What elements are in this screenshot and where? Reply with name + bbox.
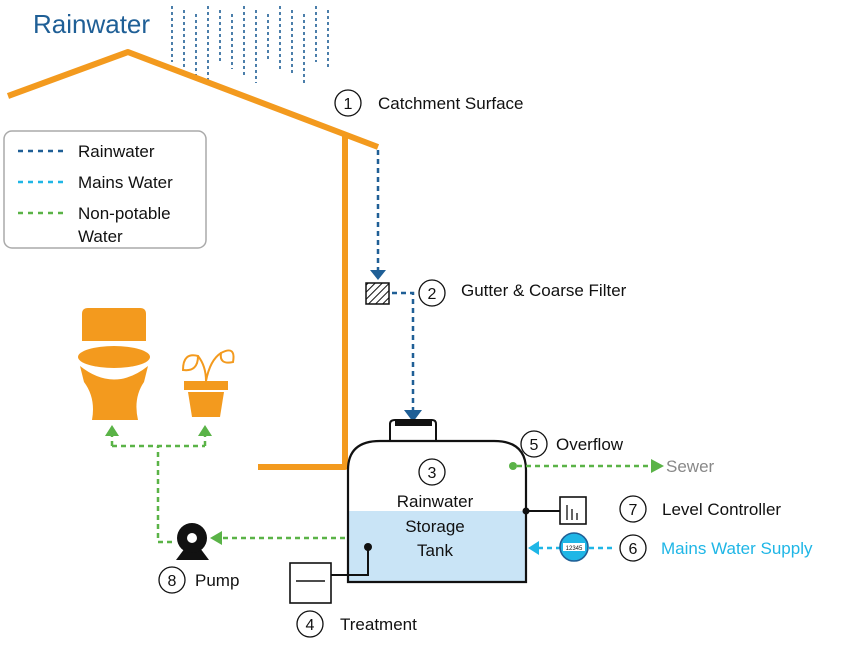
legend: Rainwater Mains Water Non-potable Water [3,130,207,249]
step-3-badge [418,458,446,486]
gutter-filter-label: Gutter & Coarse Filter [461,281,627,300]
step-1-number: 1 [344,96,353,113]
step-3-number: 3 [428,465,437,482]
storage-tank [346,419,528,584]
mains-water-label: Mains Water Supply [661,539,813,558]
step-1-badge [334,89,362,117]
treatment-label: Treatment [340,615,417,634]
pump-icon [176,523,209,560]
step-5-badge [520,430,548,458]
step-2-number: 2 [428,286,437,303]
tank-to-pump-arrow [210,531,222,545]
diagram-title: Rainwater [33,9,150,39]
step-6-badge [619,534,647,562]
treatment-box-icon [289,562,332,604]
step-7-badge [619,495,647,523]
overflow-label: Overflow [556,435,624,454]
tank-label-line-2: Storage [405,517,465,536]
overflow-outlet [509,462,517,470]
step-2-badge [418,279,446,307]
sewer-label: Sewer [666,457,715,476]
legend-mains-label: Mains Water [78,173,173,192]
level-controller-label: Level Controller [662,500,781,519]
meter-readout: 12345 [566,546,583,552]
tank-inlet-arrow [404,410,422,422]
pump-label: Pump [195,571,239,590]
step-5-number: 5 [530,437,539,454]
filter-icon [365,282,390,305]
catchment-surface-label: Catchment Surface [378,94,524,113]
mains-arrow [528,541,539,555]
step-8-badge [158,566,186,594]
legend-nonpotable-label: Non-potable [78,204,171,223]
plant-pot-icon [181,349,235,417]
plant-supply-arrow [198,425,212,436]
step-6-number: 6 [629,541,638,558]
house-outline [6,49,380,470]
step-8-number: 8 [168,573,177,590]
tank-label-line-1: Rainwater [397,492,474,511]
toilet-icon [78,308,150,420]
step-4-number: 4 [306,617,315,634]
toilet-supply-arrow [105,425,119,436]
rain-icon [171,6,329,83]
overflow-arrow [651,459,664,473]
legend-rainwater-label: Rainwater [78,142,155,161]
filtered-rainwater-line [392,291,415,410]
tank-lid [395,420,432,426]
step-7-number: 7 [629,502,638,519]
tank-label-line-3: Tank [417,541,453,560]
legend-nonpotable-label-2: Water [78,227,123,246]
level-controller-icon [559,496,587,525]
tank-water [347,511,526,582]
rainwater-arrow-down [370,270,386,280]
meter-icon: 12345 [559,532,589,562]
step-4-badge [296,610,324,638]
